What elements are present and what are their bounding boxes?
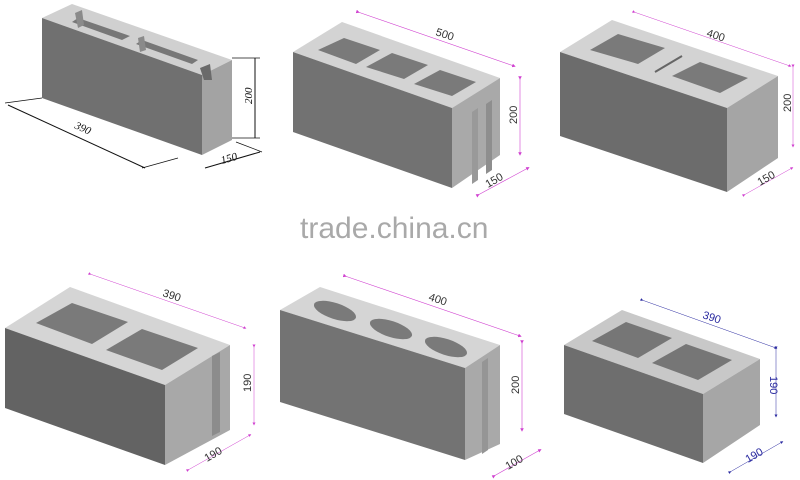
block-4: 390 190 190 — [5, 272, 256, 473]
block-1-height-label: 200 — [243, 87, 255, 104]
block-1-length-label: 390 — [72, 119, 93, 137]
block-3-height-label: 200 — [782, 94, 794, 112]
block-5: 400 200 100 — [280, 273, 542, 479]
block-2-height-label: 200 — [508, 106, 520, 124]
block-5-length-label: 400 — [427, 291, 448, 308]
watermark-text: trade.china.cn — [300, 212, 489, 245]
block-6-length-label: 390 — [701, 309, 722, 326]
block-2-width-label: 150 — [484, 171, 506, 191]
block-1: 390 200 150 — [4, 4, 263, 169]
block-3: 400 200 150 — [560, 10, 795, 198]
block-4-width-label: 190 — [203, 445, 225, 465]
block-3-width-label: 150 — [756, 169, 778, 189]
block-5-width-label: 100 — [504, 453, 526, 473]
block-5-height-label: 200 — [510, 376, 522, 394]
block-2-length-label: 500 — [434, 26, 455, 43]
block-6-height-label: 190 — [767, 376, 779, 394]
block-6: 390 190 190 — [564, 298, 784, 475]
block-6-width-label: 190 — [744, 446, 766, 466]
block-2: 500 200 150 — [293, 9, 530, 198]
block-4-height-label: 190 — [242, 374, 254, 392]
block-4-length-label: 390 — [161, 287, 182, 304]
block-3-length-label: 400 — [705, 27, 726, 44]
block-1-width-label: 150 — [220, 151, 240, 167]
